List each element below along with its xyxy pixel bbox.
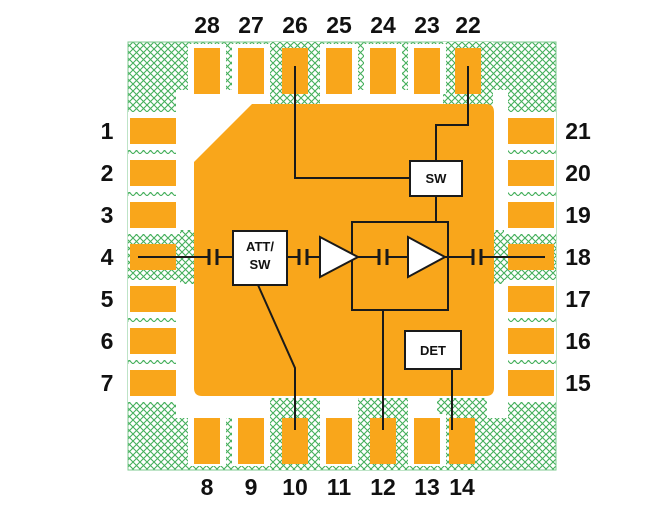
pin-label-26: 26 [282, 12, 308, 38]
pin-label-14: 14 [449, 474, 475, 500]
pad-13 [414, 418, 440, 464]
att-sw-block [232, 230, 288, 286]
pin-label-25: 25 [326, 12, 352, 38]
pad-19 [508, 202, 554, 228]
pad-24 [370, 48, 396, 94]
pad-7 [130, 370, 176, 396]
pin-label-8: 8 [200, 474, 214, 500]
pin-label-3: 3 [100, 202, 114, 228]
sw-label: SW [426, 171, 448, 186]
pad-23 [414, 48, 440, 94]
pin-label-10: 10 [282, 474, 308, 500]
pin-label-27: 27 [238, 12, 264, 38]
pin-label-21: 21 [565, 118, 591, 144]
pin-label-17: 17 [565, 286, 591, 312]
pad-20 [508, 160, 554, 186]
att-sw-label-line2: SW [250, 257, 272, 272]
det-block [404, 330, 462, 370]
schematic [138, 66, 545, 430]
pin-label-20: 20 [565, 160, 591, 186]
sw-block [409, 160, 463, 197]
pin-label-28: 28 [194, 12, 220, 38]
amplifier1-icon [319, 235, 361, 279]
pad-11 [326, 418, 352, 464]
pad-2 [130, 160, 176, 186]
pin-label-13: 13 [414, 474, 440, 500]
pad-16 [508, 328, 554, 354]
pad-3 [130, 202, 176, 228]
pin-label-11: 11 [326, 474, 352, 500]
pin-label-16: 16 [565, 328, 591, 354]
pad-6 [130, 328, 176, 354]
pad-14 [449, 418, 475, 464]
pin-label-19: 19 [565, 202, 591, 228]
pin-label-9: 9 [244, 474, 258, 500]
schematic-labels: ATT/ SW SW DET [246, 171, 447, 358]
pad-1 [130, 118, 176, 144]
pin26-control-line [294, 66, 410, 179]
pin-label-23: 23 [414, 12, 440, 38]
sw-to-pin22-line [435, 66, 469, 161]
pad-8 [194, 418, 220, 464]
pin-label-22: 22 [455, 12, 481, 38]
pin-label-15: 15 [565, 370, 591, 396]
pad-28 [194, 48, 220, 94]
capacitor-icons [207, 249, 483, 265]
pad-9 [238, 418, 264, 464]
pin-label-6: 6 [100, 328, 114, 354]
pin-label-4: 4 [100, 244, 114, 270]
pin-label-2: 2 [100, 160, 114, 186]
pad-5 [130, 286, 176, 312]
att-sw-label-line1: ATT/ [246, 239, 274, 254]
attsw-to-pin10-line [257, 284, 296, 430]
amp-loop [351, 221, 449, 311]
amplifier2-icon [407, 235, 448, 279]
det-label: DET [420, 343, 446, 358]
pad-27 [238, 48, 264, 94]
pad-25 [326, 48, 352, 94]
pad-21 [508, 118, 554, 144]
pin-label-1: 1 [100, 118, 114, 144]
pin-label-7: 7 [100, 370, 114, 396]
pin-label-18: 18 [565, 244, 591, 270]
pin-label-5: 5 [100, 286, 114, 312]
pin-label-24: 24 [370, 12, 396, 38]
pin-label-12: 12 [370, 474, 396, 500]
pad-15 [508, 370, 554, 396]
pad-17 [508, 286, 554, 312]
